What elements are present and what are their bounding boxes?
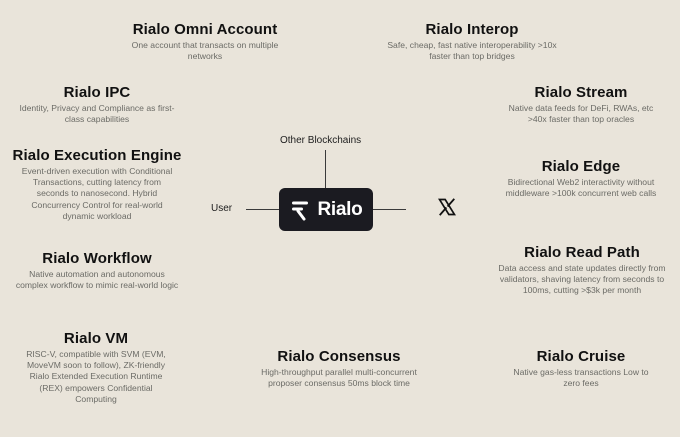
execution-engine-block: Rialo Execution Engine Event-driven exec… [12, 147, 182, 222]
ipc-block: Rialo IPC Identity, Privacy and Complian… [15, 84, 179, 125]
connector-left [246, 209, 279, 210]
block-description: Bidirectional Web2 interactivity without… [505, 177, 657, 199]
rialo-wordmark: Rialo [317, 198, 363, 220]
block-description: Safe, cheap, fast native interoperabilit… [387, 40, 557, 62]
user-label: User [211, 203, 233, 214]
block-description: Event-driven execution with Conditional … [21, 166, 173, 221]
block-description: Native automation and autonomous complex… [15, 269, 179, 291]
block-description: Native gas-less transactions Low to zero… [513, 367, 649, 389]
block-title: Rialo Omni Account [132, 21, 278, 38]
cruise-block: Rialo Cruise Native gas-less transaction… [498, 348, 664, 389]
vm-block: Rialo VM RISC-V, compatible with SVM (EV… [16, 330, 176, 405]
connector-right [373, 209, 406, 210]
interop-block: Rialo Interop Safe, cheap, fast native i… [372, 21, 572, 62]
block-title: Rialo VM [63, 330, 129, 347]
block-title: Rialo IPC [63, 84, 131, 101]
connector-top [325, 150, 326, 188]
block-title: Rialo Stream [534, 84, 628, 101]
block-title: Rialo Read Path [524, 244, 640, 261]
workflow-block: Rialo Workflow Native automation and aut… [12, 250, 182, 291]
read-path-block: Rialo Read Path Data access and state up… [496, 244, 668, 297]
rialo-logo: Rialo [279, 188, 373, 231]
block-description: Native data feeds for DeFi, RWAs, etc >4… [508, 103, 654, 125]
block-description: One account that transacts on multiple n… [131, 40, 279, 62]
block-title: Rialo Workflow [42, 250, 152, 267]
block-description: Data access and state updates directly f… [498, 263, 666, 296]
omni-account-block: Rialo Omni Account One account that tran… [110, 21, 300, 62]
block-title: Rialo Execution Engine [12, 147, 182, 164]
block-title: Rialo Cruise [536, 348, 626, 365]
block-title: Rialo Interop [425, 21, 519, 38]
block-title: Rialo Edge [541, 158, 621, 175]
rialo-mark-icon [291, 201, 308, 220]
x-logo-icon [438, 198, 456, 216]
block-title: Rialo Consensus [277, 348, 401, 365]
block-description: RISC-V, compatible with SVM (EVM, MoveVM… [26, 349, 166, 404]
other-blockchains-label: Other Blockchains [280, 135, 362, 146]
consensus-block: Rialo Consensus High-throughput parallel… [244, 348, 434, 389]
block-description: Identity, Privacy and Compliance as firs… [19, 103, 175, 125]
edge-block: Rialo Edge Bidirectional Web2 interactiv… [496, 158, 666, 199]
block-description: High-throughput parallel multi-concurren… [261, 367, 417, 389]
stream-block: Rialo Stream Native data feeds for DeFi,… [496, 84, 666, 125]
